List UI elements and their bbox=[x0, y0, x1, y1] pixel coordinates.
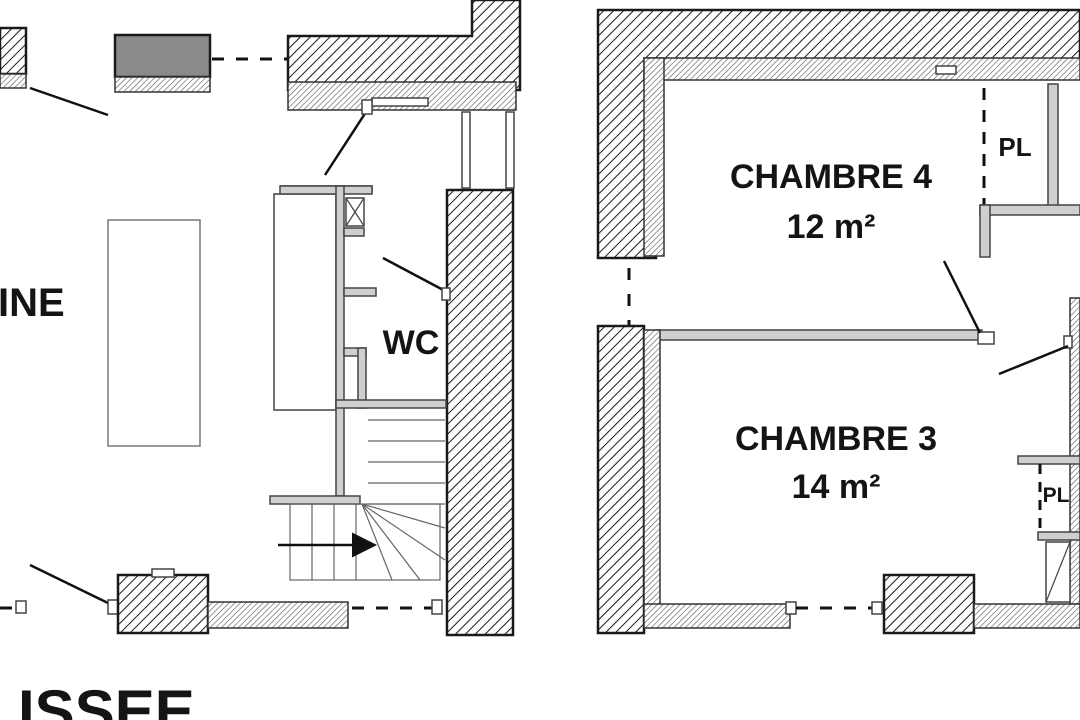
door-hinge bbox=[361, 99, 373, 115]
left-plan bbox=[0, 0, 522, 637]
wall-lining bbox=[114, 76, 211, 93]
floor-title: ISSEE bbox=[18, 678, 195, 720]
exterior-wall-top bbox=[286, 0, 522, 92]
partition-wall bbox=[979, 204, 991, 258]
room-label-wc: WC bbox=[383, 324, 440, 362]
window-frame bbox=[505, 111, 515, 189]
partition-wall bbox=[335, 399, 447, 409]
door-swing bbox=[29, 563, 111, 606]
window-sill bbox=[935, 65, 957, 75]
partition-wall bbox=[269, 495, 361, 505]
partition-wall bbox=[279, 185, 373, 195]
partition-wall bbox=[1047, 83, 1059, 209]
door-hinge bbox=[441, 287, 451, 301]
wall-lining bbox=[643, 57, 1080, 81]
wall-lining bbox=[643, 603, 791, 629]
door-hinge bbox=[431, 599, 443, 615]
room-area-chambre-3: 14 m² bbox=[792, 468, 881, 506]
wall-stub-top-left bbox=[0, 26, 28, 76]
wall-lining bbox=[0, 73, 27, 89]
right-plan bbox=[596, 8, 1080, 635]
closet-label-chambre-4: PL bbox=[998, 132, 1031, 162]
door-hinge bbox=[977, 331, 995, 345]
wc-door-swing bbox=[382, 256, 448, 294]
wall-lining bbox=[973, 603, 1080, 629]
staircase bbox=[278, 419, 446, 581]
door-swing bbox=[998, 344, 1069, 376]
closet-label-chambre-3: PL bbox=[1043, 484, 1070, 507]
partition-wall bbox=[343, 227, 365, 237]
door-hinge bbox=[871, 601, 883, 615]
partition-wall bbox=[1037, 531, 1080, 541]
wall-pier bbox=[882, 573, 976, 635]
wall-lining bbox=[643, 329, 661, 609]
partition-wall bbox=[655, 329, 983, 341]
kitchen-counter bbox=[273, 193, 337, 411]
room-label-chambre-3: CHAMBRE 3 bbox=[735, 420, 937, 458]
door-swing bbox=[942, 260, 982, 334]
room-area-chambre-4: 12 m² bbox=[787, 208, 876, 246]
kitchen-island bbox=[107, 219, 201, 447]
room-label-chambre-4: CHAMBRE 4 bbox=[730, 158, 932, 196]
partition-wall bbox=[335, 185, 345, 497]
exterior-wall-left bbox=[596, 324, 646, 635]
wall-pier bbox=[113, 33, 212, 79]
door-hinge bbox=[15, 600, 27, 614]
door-swing bbox=[29, 86, 109, 117]
door-hinge bbox=[785, 601, 797, 615]
partition-wall bbox=[357, 347, 367, 409]
wall-pier bbox=[116, 573, 210, 635]
room-label-cuisine: INE bbox=[0, 281, 65, 325]
wall-lining bbox=[207, 601, 349, 629]
door-hinge bbox=[107, 599, 119, 615]
exterior-wall-right bbox=[445, 188, 515, 637]
door-hinge bbox=[1063, 335, 1073, 349]
window-frame bbox=[461, 111, 471, 189]
partition-wall bbox=[343, 287, 377, 297]
vent bbox=[151, 568, 175, 578]
window-sill bbox=[371, 97, 429, 107]
partition-wall bbox=[1017, 455, 1080, 465]
door-swing bbox=[323, 111, 368, 176]
partition-wall bbox=[979, 204, 1080, 216]
wall-lining bbox=[643, 57, 665, 257]
